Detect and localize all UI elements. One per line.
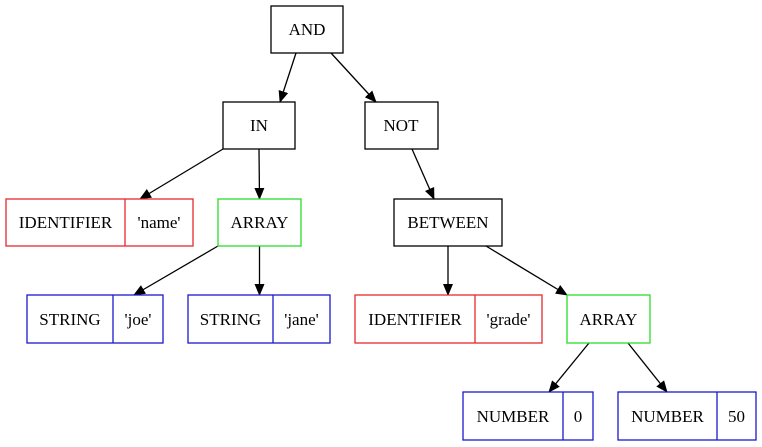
edge-between-to-array2: [485, 245, 568, 296]
node-and-label: AND: [289, 20, 326, 39]
node-identifier-grade-value: 'grade': [487, 310, 531, 329]
node-string-joe-type: STRING: [39, 310, 100, 329]
node-string-jane-value: 'jane': [284, 310, 318, 329]
node-in-box: [222, 101, 296, 150]
node-string-jane-type: STRING: [200, 310, 261, 329]
edge-and-to-not: [330, 52, 377, 103]
node-number-50-type: NUMBER: [631, 407, 704, 426]
node-identifier-name-box: [5, 198, 194, 247]
node-identifier-name: IDENTIFIER 'name': [5, 198, 194, 247]
node-and: AND: [270, 5, 344, 54]
node-in-label: IN: [250, 116, 268, 135]
node-number-0-box: [462, 391, 594, 441]
edge-array2-to-num-50: [627, 342, 668, 393]
node-number-0: NUMBER 0: [462, 391, 594, 441]
node-array-2: ARRAY: [566, 294, 651, 344]
edges: [133, 52, 668, 393]
node-between-label: BETWEEN: [407, 213, 488, 232]
node-not-label: NOT: [384, 116, 420, 135]
node-not-box: [364, 101, 439, 150]
node-array-2-box: [566, 294, 651, 344]
node-number-50: NUMBER 50: [617, 391, 757, 441]
node-between-box: [393, 198, 503, 247]
node-array-1-box: [217, 198, 302, 247]
node-identifier-grade: IDENTIFIER 'grade': [354, 294, 543, 344]
node-and-box: [270, 5, 344, 54]
node-number-0-value: 0: [574, 407, 583, 426]
edge-array1-to-str-joe: [133, 245, 219, 296]
edge-array2-to-num-0: [548, 342, 590, 393]
node-array-2-label: ARRAY: [580, 310, 638, 329]
node-array-1: ARRAY: [217, 198, 302, 247]
node-identifier-name-value: 'name': [138, 213, 181, 232]
node-number-0-type: NUMBER: [477, 407, 550, 426]
edge-not-to-between: [411, 148, 435, 200]
node-string-joe-box: [26, 294, 164, 344]
node-number-50-value: 50: [728, 407, 745, 426]
node-identifier-name-type: IDENTIFIER: [19, 213, 113, 232]
node-string-jane-box: [187, 294, 331, 344]
node-between: BETWEEN: [393, 198, 503, 247]
edge-in-to-ident-name: [139, 148, 224, 200]
node-not: NOT: [364, 101, 439, 150]
node-identifier-grade-type: IDENTIFIER: [368, 310, 462, 329]
edge-in-to-array1: [254, 148, 265, 200]
node-identifier-grade-box: [354, 294, 543, 344]
node-in: IN: [222, 101, 296, 150]
node-number-50-box: [617, 391, 757, 441]
node-string-joe-value: 'joe': [125, 310, 152, 329]
edge-and-to-in: [278, 52, 297, 103]
node-string-jane: STRING 'jane': [187, 294, 331, 344]
node-string-joe: STRING 'joe': [26, 294, 164, 344]
node-array-1-label: ARRAY: [231, 213, 289, 232]
